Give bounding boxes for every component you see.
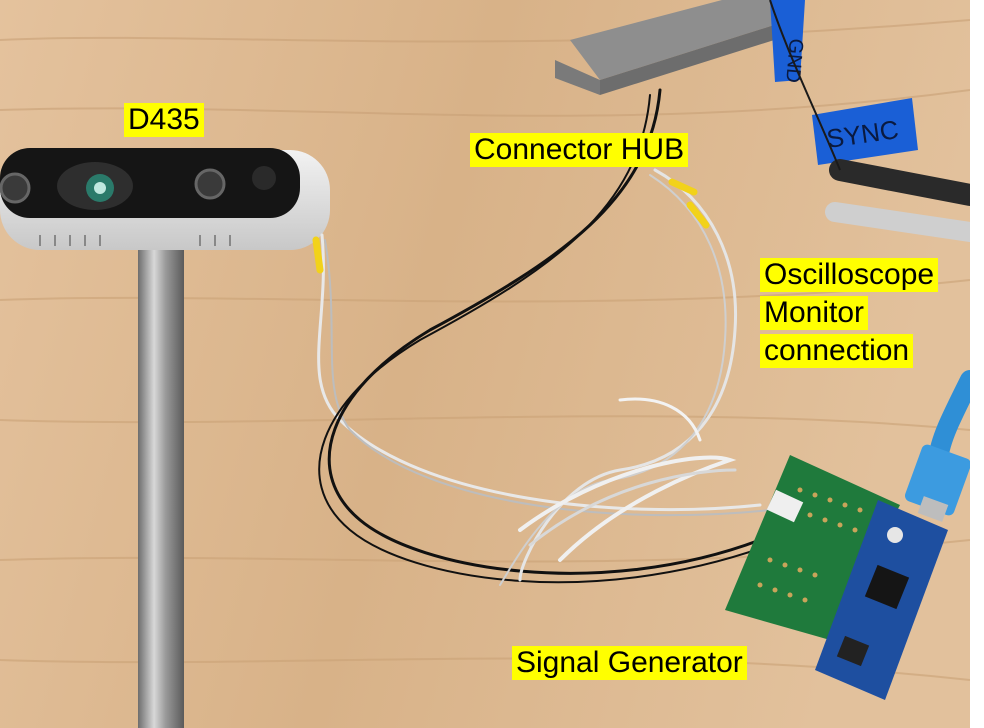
- yellow-heatshrink: [312, 178, 710, 274]
- camera-label: D435: [124, 103, 204, 137]
- oscilloscope-label-line-2: Monitor: [760, 296, 869, 330]
- connector-hub: [555, 0, 790, 95]
- sync-tape: SYNC: [812, 98, 918, 165]
- oscilloscope-label-line-3: connection: [760, 334, 914, 368]
- usb-cable: [904, 370, 970, 522]
- gnd-tape: GND: [770, 0, 807, 84]
- signal-generator-board: [725, 455, 900, 640]
- d435-camera: [0, 148, 330, 250]
- connector-hub-label: Connector HUB: [470, 133, 689, 167]
- oscilloscope-label-line-1: Oscilloscope: [760, 258, 939, 292]
- camera-pole: [138, 245, 184, 728]
- arduino-board: [815, 500, 948, 700]
- wires: [317, 88, 771, 586]
- oscilloscope-label-group: Oscilloscope Monitor connection: [760, 258, 939, 372]
- signal-generator-label: Signal Generator: [512, 646, 747, 680]
- oscilloscope-probe: [769, 0, 970, 242]
